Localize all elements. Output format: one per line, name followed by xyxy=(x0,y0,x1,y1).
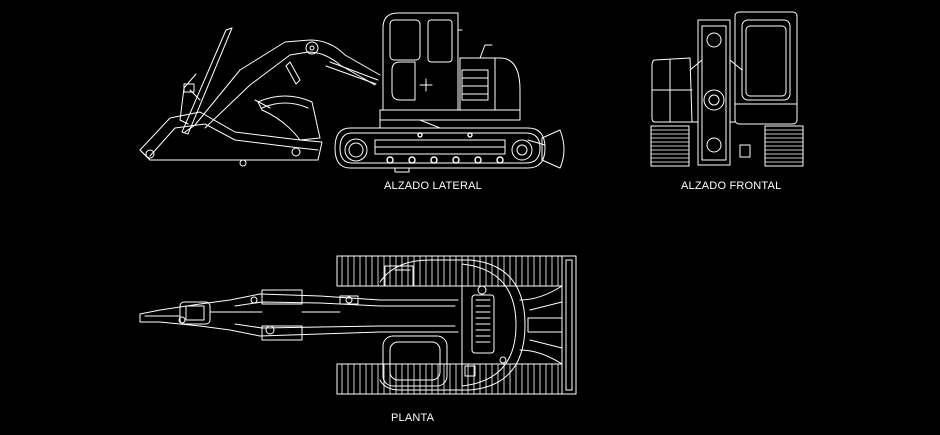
side-bucket xyxy=(255,96,320,140)
front-tracks xyxy=(651,126,803,166)
side-arm xyxy=(180,28,232,134)
front-boom xyxy=(690,20,750,165)
top-track-lower xyxy=(337,364,562,394)
side-view-excavator xyxy=(140,13,564,172)
front-engine-block xyxy=(652,58,692,122)
top-view-excavator xyxy=(140,256,576,394)
top-cab xyxy=(383,336,447,386)
side-view-label: ALZADO LATERAL xyxy=(384,180,482,192)
top-dozer-blade xyxy=(520,256,576,394)
top-upper-body xyxy=(380,260,525,390)
top-view-label: PLANTA xyxy=(391,412,435,424)
side-dozer-blade xyxy=(542,130,564,168)
side-upper-body xyxy=(380,45,520,128)
side-boom xyxy=(185,40,380,132)
side-lower-boom xyxy=(140,112,322,166)
front-view-label: ALZADO FRONTAL xyxy=(681,180,782,192)
top-boom xyxy=(140,290,458,340)
front-cab xyxy=(735,12,797,124)
side-track xyxy=(335,128,545,172)
side-cab xyxy=(383,13,462,110)
front-view-excavator xyxy=(651,12,803,166)
